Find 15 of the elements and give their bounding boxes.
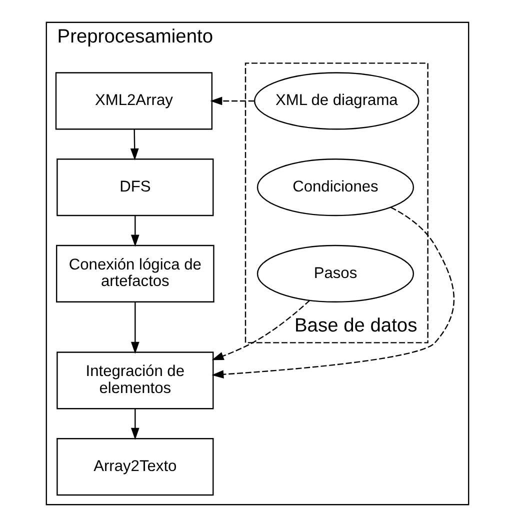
arrow — [130, 408, 139, 440]
node-box: XML2Array — [54, 72, 212, 130]
node-box: Conexión lógica de artefactos — [56, 244, 214, 302]
node-ellipse: XML de diagrama — [253, 72, 419, 130]
arrow — [211, 300, 310, 360]
node-box: DFS — [56, 158, 214, 216]
node-box: Array2Texto — [56, 438, 214, 496]
arrow — [130, 302, 139, 354]
arrow — [210, 96, 254, 106]
node-ellipse: Pasos — [256, 244, 414, 302]
arrow — [130, 129, 138, 160]
arrow — [130, 216, 139, 247]
node-box: Integración de elementos — [56, 352, 214, 410]
node-ellipse: Condiciones — [256, 158, 414, 216]
arrow — [211, 206, 454, 379]
